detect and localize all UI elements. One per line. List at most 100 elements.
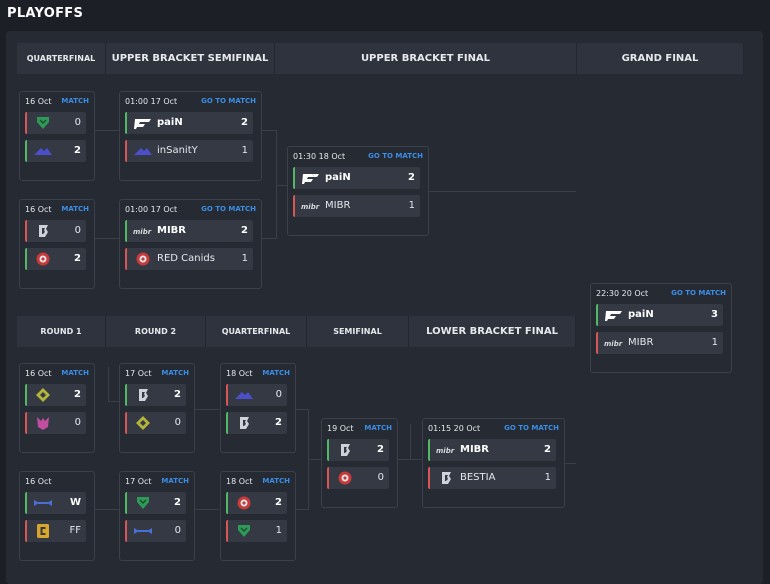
team-row[interactable]: 2 xyxy=(25,140,86,162)
team-name: paiN xyxy=(628,309,654,320)
match-card[interactable]: 17 Oct MATCH 2 0 xyxy=(119,471,195,561)
team-row[interactable]: 0 xyxy=(25,412,86,434)
team-row[interactable]: 2 xyxy=(327,439,389,461)
header-quarterfinal: QUARTERFINAL xyxy=(17,43,106,74)
bestia-logo-icon xyxy=(33,223,53,239)
team-name: MIBR xyxy=(157,225,186,236)
go-to-match-link[interactable]: GO TO MATCH xyxy=(504,424,559,432)
red-canids-logo-icon xyxy=(133,251,153,267)
team-row[interactable]: 0 xyxy=(25,112,86,134)
team-row[interactable]: 0 xyxy=(125,412,186,434)
match-date: 16 Oct xyxy=(25,205,52,214)
team-row[interactable]: 2 xyxy=(25,384,86,406)
team-score: 3 xyxy=(711,309,718,320)
pain-logo-icon xyxy=(301,170,321,186)
team-row[interactable]: W xyxy=(25,492,86,514)
match-date: 01:00 17 Oct xyxy=(125,97,178,106)
connector xyxy=(95,130,119,131)
header-round-2: ROUND 2 xyxy=(106,316,206,347)
match-card[interactable]: 19 Oct MATCH 2 0 xyxy=(321,418,398,508)
header-upper-final: UPPER BRACKET FINAL xyxy=(275,43,577,74)
go-to-match-link[interactable]: GO TO MATCH xyxy=(368,152,423,160)
go-to-match-link[interactable]: MATCH xyxy=(61,97,89,105)
go-to-match-link[interactable]: MATCH xyxy=(61,369,89,377)
team-score: 0 xyxy=(74,417,81,428)
bestia-logo-icon xyxy=(335,442,355,458)
go-to-match-link[interactable]: GO TO MATCH xyxy=(671,289,726,297)
team-name: MIBR xyxy=(628,337,654,348)
team-score: 0 xyxy=(377,472,384,483)
team-row[interactable]: paiN 3 xyxy=(596,304,723,326)
go-to-match-link[interactable]: GO TO MATCH xyxy=(201,205,256,213)
team-row[interactable]: 0 xyxy=(125,520,186,542)
svg-text:mibr: mibr xyxy=(604,340,623,348)
connector xyxy=(429,191,576,192)
team-name: MIBR xyxy=(460,444,489,455)
go-to-match-link[interactable]: MATCH xyxy=(161,477,189,485)
team-row[interactable]: 1 xyxy=(226,520,287,542)
team-row[interactable]: 2 xyxy=(226,412,287,434)
go-to-match-link[interactable]: MATCH xyxy=(161,369,189,377)
match-date: 01:15 20 Oct xyxy=(428,424,481,433)
team-score: 2 xyxy=(275,417,282,428)
go-to-match-link[interactable]: MATCH xyxy=(61,205,89,213)
match-date: 16 Oct xyxy=(25,97,52,106)
match-card[interactable]: 16 Oct MATCH 0 2 xyxy=(19,91,95,181)
team-row[interactable]: 2 xyxy=(125,384,186,406)
connector xyxy=(195,409,219,410)
pink-team-logo-icon xyxy=(33,415,53,431)
go-to-match-link[interactable]: MATCH xyxy=(262,369,290,377)
sharks-logo-icon xyxy=(133,495,153,511)
team-score: 0 xyxy=(275,389,282,400)
mibr-logo-icon: mibr xyxy=(604,335,624,351)
pain-logo-icon xyxy=(133,115,153,131)
team-score: 2 xyxy=(241,117,248,128)
team-row[interactable]: 2 xyxy=(125,492,186,514)
header-upper-semifinal: UPPER BRACKET SEMIFINAL xyxy=(106,43,275,74)
svg-text:mibr: mibr xyxy=(133,228,152,236)
match-date: 19 Oct xyxy=(327,424,354,433)
team-score: 2 xyxy=(275,497,282,508)
team-name: BESTIA xyxy=(460,472,496,483)
team-row[interactable]: 0 xyxy=(226,384,287,406)
team-score: 1 xyxy=(408,200,415,211)
team-row[interactable]: 2 xyxy=(226,492,287,514)
team-score: 2 xyxy=(174,389,181,400)
team-row[interactable]: 0 xyxy=(25,220,86,242)
match-date: 17 Oct xyxy=(125,477,152,486)
connector xyxy=(276,130,277,239)
bestia-logo-icon xyxy=(234,415,254,431)
header-lower-quarterfinal: QUARTERFINAL xyxy=(206,316,307,347)
sharks-logo-icon xyxy=(234,523,254,539)
go-to-match-link[interactable]: MATCH xyxy=(262,477,290,485)
team-row[interactable]: 0 xyxy=(327,467,389,489)
match-card[interactable]: 16 Oct MATCH 0 2 xyxy=(19,199,95,289)
match-header: 16 Oct xyxy=(25,475,89,489)
team-row[interactable]: 2 xyxy=(25,248,86,270)
team-row[interactable]: FF xyxy=(25,520,86,542)
match-card[interactable]: 16 Oct MATCH 2 0 xyxy=(19,363,95,453)
match-date: 16 Oct xyxy=(25,369,52,378)
go-to-match-link[interactable]: MATCH xyxy=(364,424,392,432)
go-to-match-link[interactable]: GO TO MATCH xyxy=(201,97,256,105)
team-name: paiN xyxy=(325,172,351,183)
